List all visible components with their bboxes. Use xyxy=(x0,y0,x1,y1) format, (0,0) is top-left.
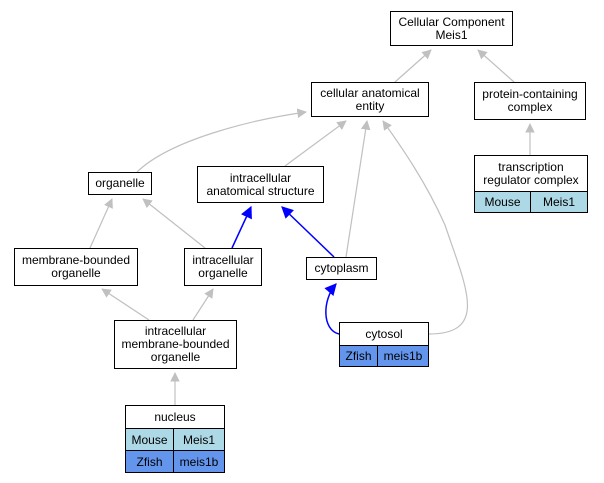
annotation-gene-nucleus-meis1b[interactable]: meis1b xyxy=(173,450,225,473)
node-nucleus[interactable]: nucleus xyxy=(125,405,225,429)
edge-pcc-to-root xyxy=(477,49,515,83)
node-cellular-component-root[interactable]: Cellular Component Meis1 xyxy=(390,11,513,46)
annotation-species-nucleus-zfish[interactable]: Zfish xyxy=(125,450,174,473)
edge-imbo-to-mbo xyxy=(101,288,150,321)
node-cytosol[interactable]: cytosol xyxy=(339,322,429,346)
edge-io-to-ias xyxy=(231,205,252,249)
node-cytoplasm[interactable]: cytoplasm xyxy=(306,257,377,280)
annotation-gene-cytosol-meis1b[interactable]: meis1b xyxy=(377,345,429,367)
edge-cae-to-root xyxy=(394,49,432,83)
edge-ias-to-cae xyxy=(284,120,347,167)
node-organelle[interactable]: organelle xyxy=(88,172,152,195)
node-membrane-bounded-organelle[interactable]: membrane-bounded organelle xyxy=(14,248,138,286)
edge-cytosol-to-cytoplasm xyxy=(324,283,340,335)
annotation-species-nucleus-mouse[interactable]: Mouse xyxy=(125,428,174,451)
edge-io-to-organelle xyxy=(142,198,206,249)
node-intracellular-organelle[interactable]: intracellular organelle xyxy=(184,248,262,286)
annotation-gene-nucleus-meis1[interactable]: Meis1 xyxy=(173,428,225,451)
node-transcription-regulator-complex[interactable]: transcription regulator complex xyxy=(474,155,588,192)
edge-cytosol-to-cae xyxy=(382,120,468,335)
edge-mbo-to-organelle xyxy=(89,198,113,249)
annotation-gene-trc-meis1[interactable]: Meis1 xyxy=(530,191,588,213)
node-cellular-anatomical-entity[interactable]: cellular anatomical entity xyxy=(311,82,429,117)
edge-cytoplasm-to-cae xyxy=(345,120,371,258)
edge-organelle-to-cae xyxy=(136,108,307,173)
annotation-species-trc-mouse[interactable]: Mouse xyxy=(474,191,531,213)
node-intracellular-membrane-bounded-organelle[interactable]: intracellular membrane-bounded organelle xyxy=(114,320,237,369)
node-intracellular-anatomical-structure[interactable]: intracellular anatomical structure xyxy=(197,166,324,203)
edge-imbo-to-io xyxy=(192,288,214,321)
edge-cytoplasm-to-ias xyxy=(281,206,335,258)
node-protein-containing-complex[interactable]: protein-containing complex xyxy=(474,82,586,120)
annotation-species-cytosol-zfish[interactable]: Zfish xyxy=(339,345,378,367)
